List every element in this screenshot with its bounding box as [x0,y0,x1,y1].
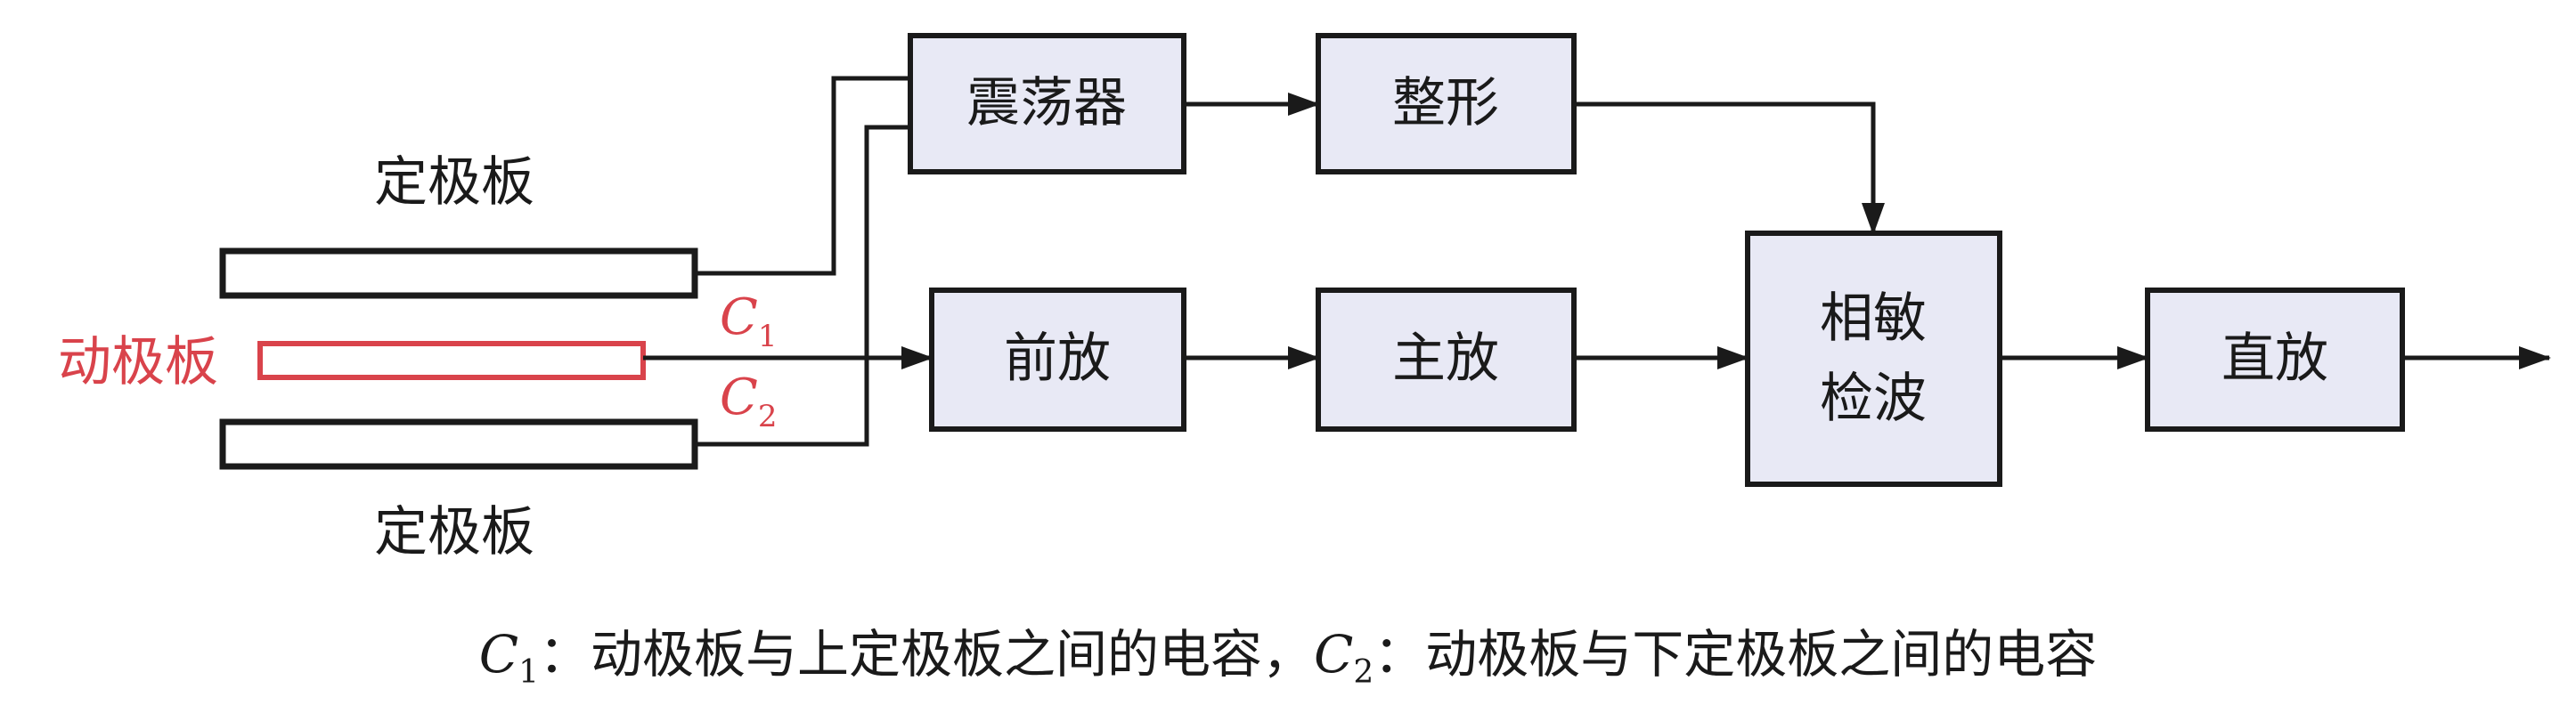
shaping-label: 整形 [1392,72,1499,134]
top-plate-label: 定极板 [374,151,534,214]
caption: C1：动极板与上定极板之间的电容，C2：动极板与下定极板之间的电容 [479,624,2098,691]
main-amp-block: 主放 [1316,288,1577,432]
moving-plate-label: 动极板 [58,331,218,393]
bottom-plate-wire [695,125,910,447]
dc-amp-block: 直放 [2145,288,2405,432]
preamp-block: 前放 [929,288,1186,432]
main-amp-label: 主放 [1392,328,1499,390]
bottom-plate-label: 定极板 [374,501,534,563]
phase-detector-line1: 相敏 [1820,288,1927,350]
phase-detector-block: 相敏 检波 [1745,231,2002,487]
c2-label: C2 [720,369,778,434]
top-plate-wire [695,76,910,276]
c1-label: C1 [720,288,778,354]
bottom-fixed-plate [219,418,698,470]
top-fixed-plate [219,247,698,299]
oscillator-label: 震荡器 [966,72,1127,134]
arrow-shaping-to-detector [1574,101,1885,235]
oscillator-block: 震荡器 [908,33,1186,174]
phase-detector-line2: 检波 [1820,368,1927,430]
preamp-label: 前放 [1004,328,1111,390]
moving-plate [257,341,646,380]
shaping-block: 整形 [1316,33,1577,174]
dc-amp-label: 直放 [2221,328,2328,390]
